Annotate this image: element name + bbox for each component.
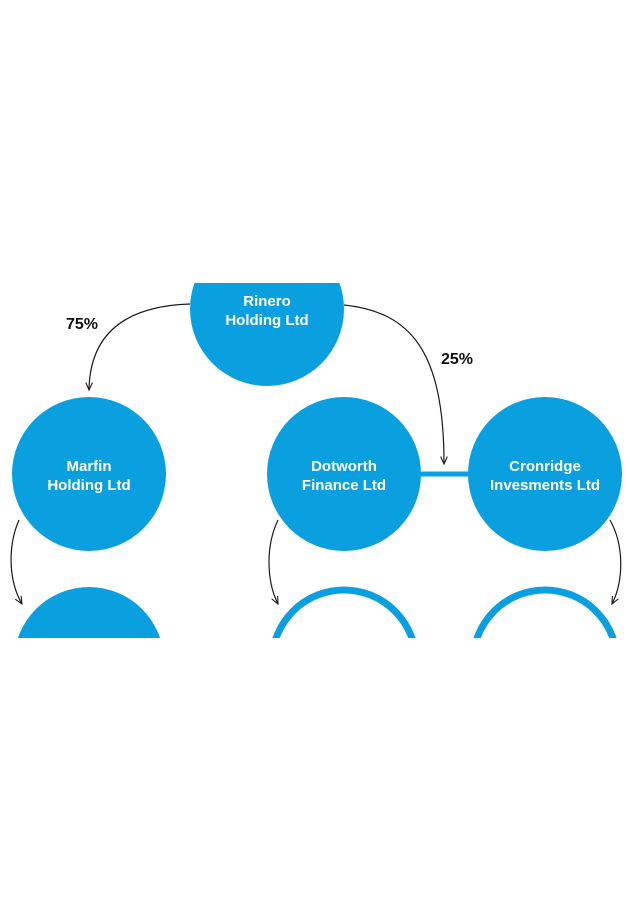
node-rinero-name-line1: Rinero	[243, 293, 291, 310]
node-cronridge-subsidiary	[473, 586, 617, 638]
node-dotworth-circle	[267, 397, 421, 551]
node-cronridge-circle	[468, 397, 622, 551]
edge-label-25: 25%	[441, 351, 473, 368]
arrow-marfin-to-subsidiary	[10, 519, 22, 604]
arrow-rinero-to-marfin	[89, 303, 191, 390]
node-marfin-name-line2: Holding Ltd	[47, 477, 130, 494]
node-cronridge-name-line1: Cronridge	[509, 458, 581, 475]
node-cronridge-invesments[interactable]: Cronridge Invesments Ltd	[468, 397, 622, 551]
arrow-rinero-to-dotworth	[343, 304, 444, 464]
node-dotworth-subsidiary	[272, 586, 416, 638]
node-rinero-holding[interactable]: Rinero Holding Ltd	[190, 232, 344, 386]
node-marfin-name-line1: Marfin	[67, 458, 112, 475]
node-cronridge-name-line2: Invesments Ltd	[490, 477, 600, 494]
node-dotworth-name-line1: Dotworth	[311, 458, 377, 475]
node-dotworth-name-line2: Finance Ltd	[302, 477, 386, 494]
edge-label-75: 75%	[66, 316, 98, 333]
node-marfin-holding[interactable]: Marfin Holding Ltd	[12, 397, 166, 551]
node-rinero-name-line2: Holding Ltd	[225, 312, 308, 329]
node-marfin-subsidiary	[17, 587, 161, 638]
arrow-cronridge-to-subsidiary	[609, 519, 622, 604]
arrow-dotworth-to-subsidiary	[268, 519, 278, 604]
node-marfin-circle	[12, 397, 166, 551]
node-rinero-circle	[190, 283, 344, 386]
node-dotworth-finance[interactable]: Dotworth Finance Ltd	[267, 397, 421, 551]
